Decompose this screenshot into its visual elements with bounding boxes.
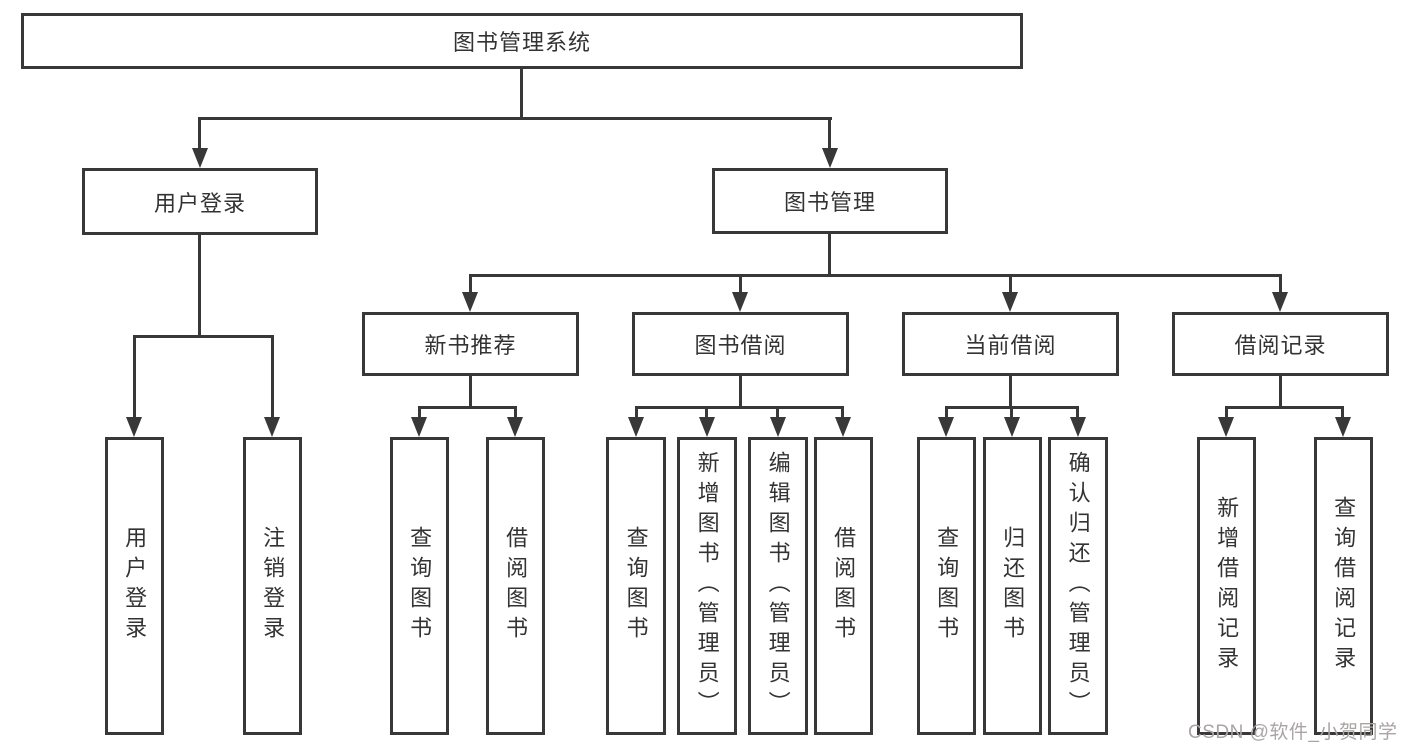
- node-current-borrow: 当前借阅: [902, 312, 1119, 376]
- arrowhead-edit-books: [770, 417, 786, 437]
- arrowhead-leaf-user-login: [126, 417, 142, 437]
- connector-current-borrow-stem: [1009, 375, 1012, 409]
- leaf-borrow-books-label: 借阅图书: [831, 526, 857, 646]
- arrowhead-recommend-query: [411, 417, 427, 437]
- arrowhead-borrow-records: [1272, 292, 1288, 312]
- leaf-add-books-admin: 新增图书（管理员）: [677, 437, 737, 735]
- node-new-book-recommend-label: 新书推荐: [424, 333, 517, 358]
- node-current-borrow-label: 当前借阅: [964, 333, 1057, 358]
- connector-drop-add-record: [1225, 406, 1228, 419]
- connector-borrow-records-stem: [1279, 375, 1282, 409]
- leaf-query-borrow-record: 查询借阅记录: [1314, 437, 1373, 735]
- leaf-confirm-return-admin: 确认归还（管理员）: [1048, 437, 1108, 735]
- arrowhead-user-login: [192, 148, 208, 168]
- connector-drop-new-book-recommend: [469, 274, 472, 294]
- connector-book-borrow-stem: [739, 375, 742, 409]
- connector-drop-current-query: [945, 406, 948, 419]
- leaf-return-books-label: 归还图书: [1000, 526, 1026, 646]
- connector-book-management-stem: [828, 233, 831, 276]
- connector-drop-leaf-logout: [271, 335, 274, 419]
- csdn-watermark: CSDN @软件_小贺同学: [1188, 722, 1398, 743]
- connector-user-login-stem: [198, 234, 201, 337]
- connector-drop-borrow-query: [635, 406, 638, 419]
- node-book-borrow: 图书借阅: [632, 312, 849, 376]
- arrowhead-return-books: [1004, 417, 1020, 437]
- node-user-login-label: 用户登录: [153, 190, 246, 216]
- leaf-user-login-label: 用户登录: [122, 526, 148, 646]
- leaf-edit-books-admin-label: 编辑图书（管理员）: [765, 451, 791, 721]
- arrowhead-borrow-books: [835, 417, 851, 437]
- leaf-add-borrow-record-label: 新增借阅记录: [1214, 496, 1240, 676]
- leaf-current-query-books-label: 查询图书: [934, 526, 960, 646]
- connector-drop-borrow-records: [1279, 274, 1282, 294]
- arrowhead-recommend-borrow: [507, 417, 523, 437]
- leaf-recommend-borrow-books: 借阅图书: [486, 437, 545, 735]
- node-borrow-records-label: 借阅记录: [1234, 333, 1327, 358]
- leaf-return-books: 归还图书: [983, 437, 1042, 735]
- connector-recommend-stem: [469, 375, 472, 409]
- connector-drop-recommend-query: [418, 406, 421, 419]
- arrowhead-new-book-recommend: [462, 292, 478, 312]
- arrowhead-query-record: [1335, 417, 1351, 437]
- node-root-label: 图书管理系统: [452, 30, 591, 55]
- connector-root-rail: [198, 117, 832, 120]
- arrowhead-book-management: [822, 148, 838, 168]
- connector-book-management-rail: [469, 274, 1282, 277]
- connector-book-borrow-rail: [635, 406, 844, 409]
- arrowhead-book-borrow: [732, 292, 748, 312]
- node-user-login: 用户登录: [82, 168, 318, 235]
- leaf-add-borrow-record: 新增借阅记录: [1197, 437, 1256, 735]
- connector-drop-recommend-borrow: [514, 406, 517, 419]
- node-new-book-recommend: 新书推荐: [362, 312, 579, 376]
- connector-drop-leaf-user-login: [133, 335, 136, 419]
- leaf-borrow-query-books: 查询图书: [606, 437, 666, 735]
- connector-recommend-rail: [418, 406, 517, 409]
- connector-drop-current-borrow: [1009, 274, 1012, 294]
- node-root: 图书管理系统: [21, 13, 1023, 69]
- connector-drop-add-books: [705, 406, 708, 419]
- leaf-logout: 注销登录: [243, 437, 302, 735]
- node-book-management-label: 图书管理: [783, 190, 876, 215]
- connector-drop-book-borrow: [739, 274, 742, 294]
- connector-drop-return-books: [1010, 406, 1013, 419]
- arrowhead-current-query: [938, 417, 954, 437]
- connector-user-login-rail: [133, 335, 274, 338]
- leaf-logout-label: 注销登录: [260, 526, 286, 646]
- connector-root-stem: [520, 68, 523, 118]
- leaf-recommend-query-books-label: 查询图书: [407, 526, 433, 646]
- leaf-recommend-borrow-books-label: 借阅图书: [503, 526, 529, 646]
- leaf-edit-books-admin: 编辑图书（管理员）: [748, 437, 808, 735]
- connector-drop-confirm-return: [1076, 406, 1079, 419]
- connector-borrow-records-rail: [1225, 406, 1344, 409]
- leaf-borrow-query-books-label: 查询图书: [623, 526, 649, 646]
- connector-drop-query-record: [1341, 406, 1344, 419]
- connector-drop-borrow-books: [841, 406, 844, 419]
- arrowhead-current-borrow: [1002, 292, 1018, 312]
- arrowhead-leaf-logout: [264, 417, 280, 437]
- leaf-user-login: 用户登录: [105, 437, 164, 735]
- node-book-borrow-label: 图书借阅: [694, 333, 787, 358]
- node-borrow-records: 借阅记录: [1172, 312, 1389, 376]
- arrowhead-confirm-return: [1070, 417, 1086, 437]
- arrowhead-add-books: [699, 417, 715, 437]
- leaf-confirm-return-admin-label: 确认归还（管理员）: [1065, 451, 1091, 721]
- connector-drop-book-management: [828, 117, 831, 150]
- arrowhead-borrow-query: [628, 417, 644, 437]
- leaf-query-borrow-record-label: 查询借阅记录: [1331, 496, 1357, 676]
- leaf-add-books-admin-label: 新增图书（管理员）: [694, 451, 720, 721]
- leaf-current-query-books: 查询图书: [917, 437, 976, 735]
- arrowhead-add-record: [1218, 417, 1234, 437]
- connector-drop-user-login: [198, 117, 201, 150]
- connector-drop-edit-books: [776, 406, 779, 419]
- node-book-management: 图书管理: [712, 168, 948, 234]
- leaf-borrow-books: 借阅图书: [814, 437, 873, 735]
- leaf-recommend-query-books: 查询图书: [390, 437, 449, 735]
